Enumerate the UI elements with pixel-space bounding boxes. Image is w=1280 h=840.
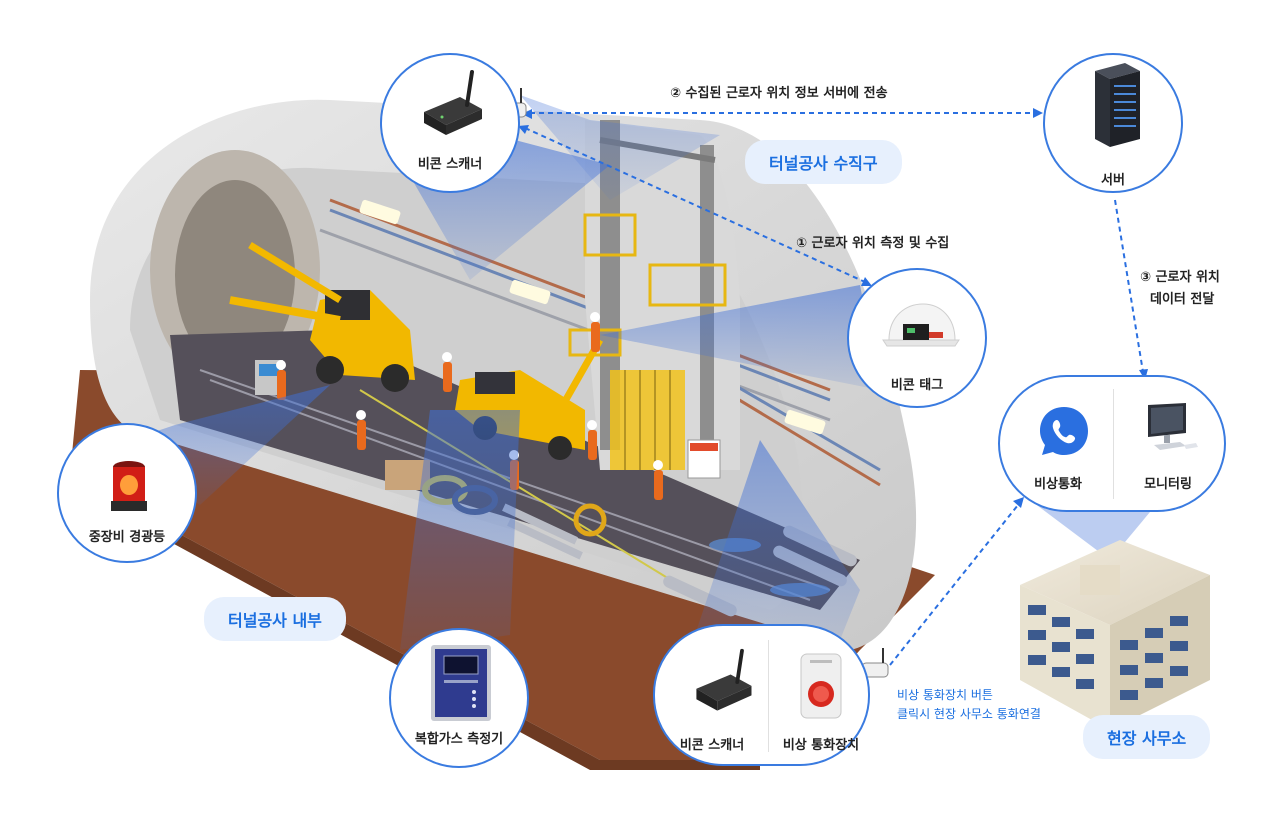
beacon-scanner-bottom-label: 비콘 스캐너 bbox=[679, 738, 745, 753]
safety-helmet-icon bbox=[882, 303, 960, 347]
beacon-scanner-top-card: 비콘 스캐너 bbox=[380, 53, 520, 193]
phone-call-icon[interactable] bbox=[1038, 405, 1090, 457]
card-divider bbox=[1113, 389, 1114, 499]
tag-site-office: 현장 사무소 bbox=[1083, 715, 1211, 759]
step3-note-line1: ③ 근로자 위치 bbox=[1140, 270, 1220, 285]
office-building bbox=[1020, 540, 1210, 730]
emergency-note-line2: 클릭시 현장 사무소 통화연결 bbox=[897, 707, 1041, 721]
server-label: 서버 bbox=[1101, 173, 1125, 188]
beacon-scanner-icon bbox=[424, 70, 482, 135]
beacon-scanner-icon bbox=[696, 648, 752, 711]
scanner-emergency-card: 비콘 스캐너 비상 통화장치 bbox=[653, 624, 870, 766]
scanner-node-bottom bbox=[861, 648, 889, 678]
emergency-phone-label: 비상 통화장치 bbox=[782, 738, 860, 753]
beacon-scanner-top-label: 비콘 스캐너 bbox=[417, 157, 483, 172]
monitor-icon[interactable] bbox=[1140, 401, 1200, 457]
step1-note: ① 근로자 위치 측정 및 수집 bbox=[796, 236, 950, 251]
beacon-tag-card: 비콘 태그 bbox=[847, 268, 987, 408]
emergency-call-label: 비상통화 bbox=[1034, 477, 1082, 492]
server-card: 서버 bbox=[1043, 53, 1183, 193]
card-divider bbox=[768, 640, 769, 752]
monitoring-label: 모니터링 bbox=[1144, 477, 1192, 492]
gas-meter-icon bbox=[431, 645, 491, 721]
emergency-phone-icon[interactable] bbox=[798, 652, 844, 722]
tag-tunnel-inside: 터널공사 내부 bbox=[204, 597, 346, 641]
beacon-tag-label: 비콘 태그 bbox=[890, 378, 944, 393]
server-rack-icon bbox=[1095, 63, 1140, 147]
tag-vertical-shaft: 터널공사 수직구 bbox=[745, 140, 902, 184]
emergency-note-line1: 비상 통화장치 버튼 bbox=[897, 688, 993, 702]
connection-arrows bbox=[524, 112, 1144, 666]
gas-meter-card: 복합가스 측정기 bbox=[389, 628, 529, 768]
step3-note-line2: 데이터 전달 bbox=[1150, 292, 1215, 307]
step2-note: ② 수집된 근로자 위치 정보 서버에 전송 bbox=[670, 86, 888, 101]
office-functions-card: 비상통화 모니터링 bbox=[998, 375, 1226, 512]
gas-meter-label: 복합가스 측정기 bbox=[414, 732, 504, 747]
warning-light-card: 중장비 경광등 bbox=[57, 423, 197, 563]
warning-light-icon bbox=[111, 461, 147, 511]
warning-light-label: 중장비 경광등 bbox=[88, 530, 166, 545]
